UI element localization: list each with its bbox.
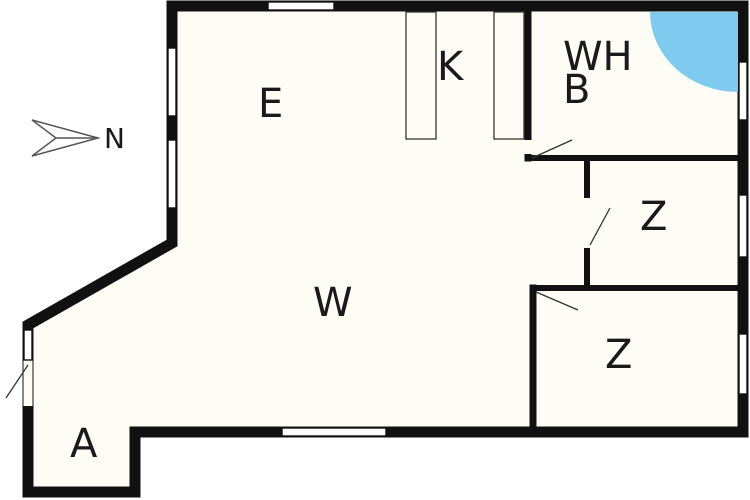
door-swings xyxy=(5,139,611,399)
room-label-bedroom-2: Z xyxy=(605,332,632,378)
north-label: N xyxy=(104,122,125,155)
shower-quarter-circle xyxy=(650,12,738,92)
window-east-room1 xyxy=(738,194,748,258)
kitchen-counters xyxy=(405,11,525,140)
door-openings xyxy=(23,140,592,406)
room-label-living: W xyxy=(313,280,353,326)
window-top xyxy=(267,1,335,11)
kitchen-counter-right xyxy=(493,11,525,140)
room-label-bedroom-1: Z xyxy=(640,194,667,240)
floor-area xyxy=(28,6,743,492)
windows xyxy=(23,1,748,437)
room-label-annex: A xyxy=(70,421,98,467)
window-south xyxy=(281,427,387,437)
north-arrow-icon xyxy=(31,119,101,157)
room-label-kitchen: K xyxy=(437,44,465,90)
room-label-utility: WH xyxy=(563,34,633,80)
window-west-lower xyxy=(167,139,177,209)
window-annex-west xyxy=(23,329,33,361)
kitchen-counter-left xyxy=(405,11,437,140)
window-west-upper xyxy=(167,47,177,117)
interior-walls xyxy=(524,2,746,436)
window-east-room2 xyxy=(738,333,748,395)
room-label-entry-hall: E xyxy=(258,81,283,127)
room-label-bathroom: B xyxy=(563,67,590,113)
window-east-bath xyxy=(738,61,748,121)
